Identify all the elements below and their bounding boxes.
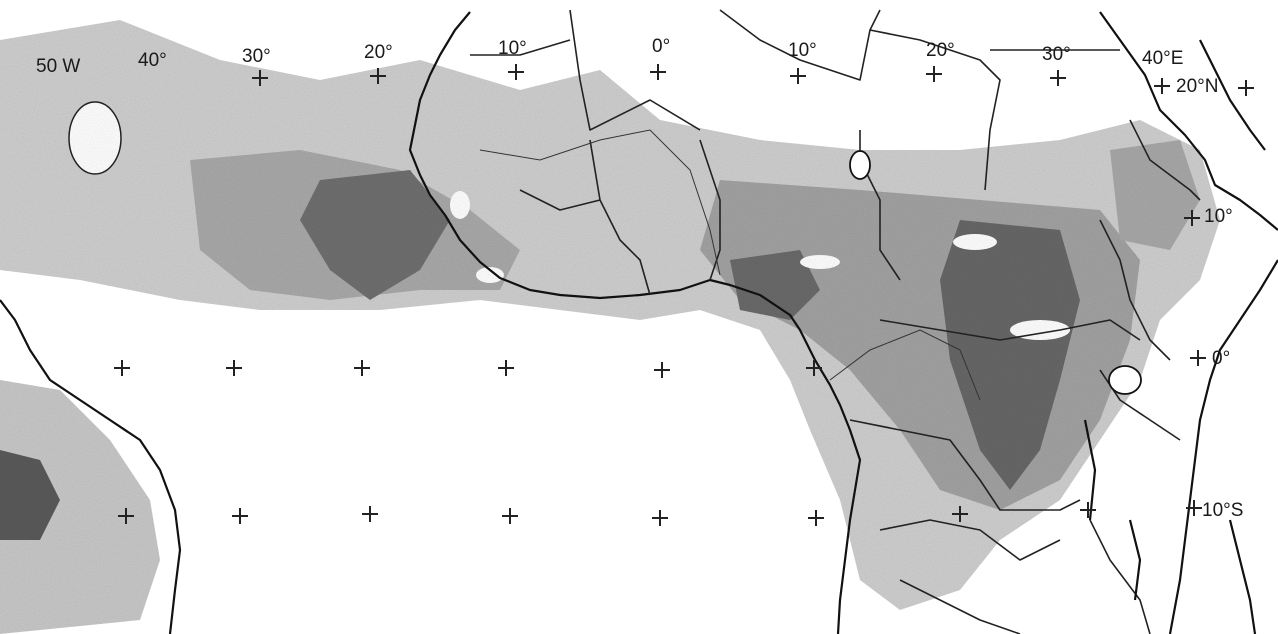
graticule-crosses: [114, 64, 1254, 526]
border-1: [470, 39, 571, 56]
cross-r3c3: [354, 360, 370, 376]
shaded-field: [0, 20, 1220, 634]
clear-spot-2: [800, 255, 840, 269]
clear-spot-4: [953, 234, 997, 250]
coast-west-africa: [408, 11, 862, 634]
cross-r4c8: [1080, 502, 1096, 518]
lon-label-40e: 40°E: [1142, 48, 1183, 69]
longitude-labels: 50 W 40° 30° 20° 10° 0° 10° 20° 30° 40°E: [36, 36, 1183, 77]
border-9: [519, 189, 601, 211]
lat-label-10n: 10°: [1204, 206, 1233, 227]
lon-label-0: 0°: [652, 36, 670, 57]
shade-core-west: [300, 170, 450, 300]
border-10: [879, 319, 1141, 341]
cross-r1c4: [650, 64, 666, 80]
rivers: [479, 129, 981, 401]
cross-r1c2: [370, 68, 386, 84]
clear-spot-3: [1010, 320, 1070, 340]
cross-r3c9: [1190, 350, 1206, 366]
cross-r1c6: [926, 66, 942, 82]
lon-label-40: 40°: [138, 50, 167, 71]
border-12: [879, 519, 1061, 561]
clear-spot-atlantic: [68, 101, 122, 175]
cross-r4c2: [232, 508, 248, 524]
lat-label-10s: 10°S: [1202, 500, 1243, 521]
cross-r4c1: [118, 508, 134, 524]
cross-r4c7: [952, 506, 968, 522]
lon-label-20: 20°: [364, 42, 393, 63]
river-congo: [829, 329, 981, 401]
clear-spot-1: [476, 267, 504, 283]
shade-ethiopia-mid: [1110, 140, 1200, 250]
cross-r1c7: [1050, 70, 1066, 86]
cross-r3c5: [654, 362, 670, 378]
cross-r4c4: [502, 508, 518, 524]
coastlines: [0, 11, 1278, 634]
cross-r3c1: [114, 360, 130, 376]
coast-east-africa: [1099, 11, 1278, 231]
coast-horn-south: [1168, 259, 1278, 634]
shade-sa-light: [0, 380, 160, 634]
border-7: [699, 139, 721, 281]
cross-r3c6: [806, 360, 822, 376]
cross-r4c6: [808, 510, 824, 526]
lon-label-30: 30°: [242, 46, 271, 67]
border-6: [859, 130, 901, 281]
border-3: [719, 9, 881, 81]
cross-r1c9: [1238, 80, 1254, 96]
cross-r3c2: [226, 360, 242, 376]
lon-label-10: 10°: [498, 38, 527, 59]
cross-r4c3: [362, 506, 378, 522]
border-11: [849, 419, 1081, 511]
border-8: [589, 139, 651, 296]
shade-core-sa: [0, 450, 60, 540]
lat-label-0: 0°: [1212, 348, 1230, 369]
cross-r4c5: [652, 510, 668, 526]
lat-label-20n: 20°N: [1176, 76, 1218, 97]
cross-r1c3: [508, 64, 524, 80]
cross-r3c4: [498, 360, 514, 376]
lon-label-50w: 50 W: [36, 56, 80, 77]
border-4: [869, 29, 1001, 191]
lon-label-30e: 30°: [1042, 44, 1071, 65]
lake-tanganyika: [1083, 419, 1097, 521]
coast-south-america: [0, 299, 182, 634]
lake-malawi: [1128, 519, 1142, 601]
cross-r1c5: [790, 68, 806, 84]
country-borders: [470, 9, 1201, 634]
border-2: [569, 9, 701, 131]
cross-r4c9: [1186, 500, 1202, 516]
lon-label-10e: 10°: [788, 40, 817, 61]
cross-r2c9: [1184, 210, 1200, 226]
shade-core-east: [940, 220, 1080, 490]
cross-r1c8: [1154, 78, 1170, 94]
lake-victoria: [1108, 365, 1142, 395]
border-17: [899, 579, 1021, 634]
cross-r1c1: [252, 70, 268, 86]
coast-red-sea: [1199, 39, 1266, 151]
border-14: [1099, 219, 1171, 361]
border-15: [1129, 119, 1201, 201]
coast-madagascar-channel: [1228, 519, 1257, 634]
river-niger: [479, 129, 721, 276]
shade-core-gulf: [730, 250, 820, 320]
border-13: [1089, 519, 1151, 634]
lakes: [849, 150, 1142, 601]
lake-chad: [849, 150, 871, 180]
lon-label-20e: 20°: [926, 40, 955, 61]
latitude-labels: 20°N 10° 0° 10°S: [1176, 76, 1243, 521]
clear-spot-5: [450, 191, 470, 219]
